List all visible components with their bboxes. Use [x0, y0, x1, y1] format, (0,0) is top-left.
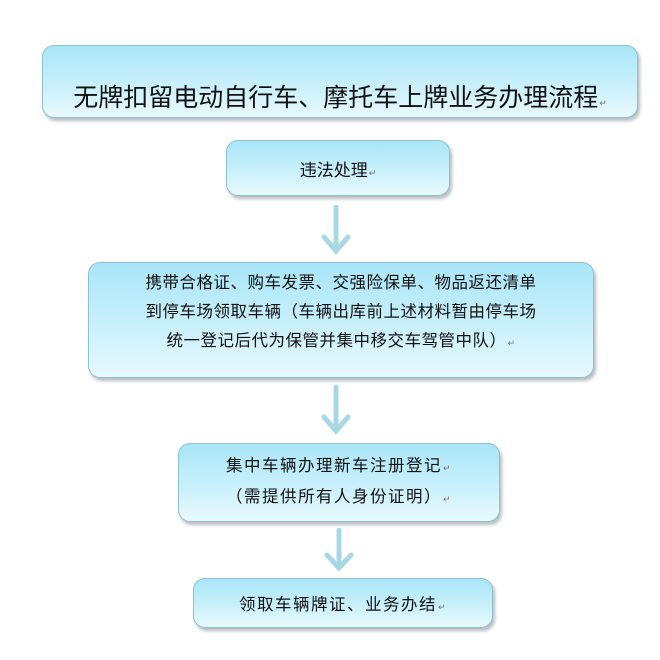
step-collect-vehicle: 携带合格证、购车发票、交强险保单、物品返还清单 到停车场领取车辆（车辆出库前上述… [88, 262, 594, 378]
step-text-line: 携带合格证、购车发票、交强险保单、物品返还清单 [145, 272, 537, 292]
step-text-line: （需提供所有人身份证明） [226, 483, 452, 514]
step-text-line: 到停车场领取车辆（车辆出库前上述材料暂由停车场 [145, 301, 537, 321]
step-text: 领取车辆牌证、业务办结 [239, 591, 447, 615]
flowchart-title: 无牌扣留电动自行车、摩托车上牌业务办理流程 [73, 78, 607, 114]
down-arrow-icon [324, 528, 354, 572]
flowchart-title-box: 无牌扣留电动自行车、摩托车上牌业务办理流程 [42, 45, 638, 118]
down-arrow-icon [321, 385, 351, 435]
step-text: 违法处理 [300, 156, 377, 181]
step-register-vehicle: 集中车辆办理新车注册登记 （需提供所有人身份证明） [178, 443, 500, 522]
step-text-line: 集中车辆办理新车注册登记 [226, 452, 452, 483]
down-arrow-icon [321, 205, 351, 255]
step-receive-plates: 领取车辆牌证、业务办结 [193, 578, 493, 628]
step-violation-handling: 违法处理 [226, 140, 450, 196]
step-text-line: 统一登记后代为保管并集中移交车驾管中队） [166, 326, 515, 359]
